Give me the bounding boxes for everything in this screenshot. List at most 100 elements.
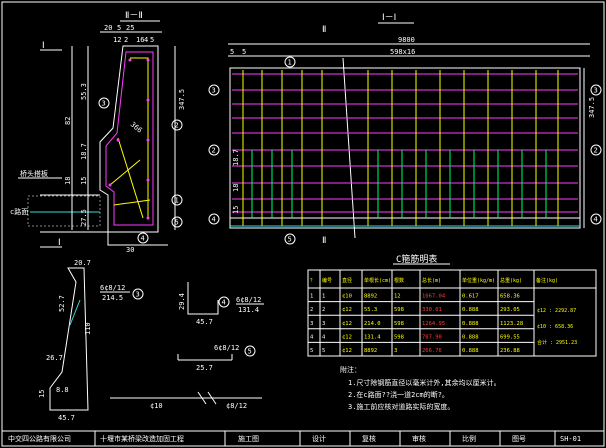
bar-shape-3: 6¢8/12 25.7 5: [177, 344, 256, 372]
left-side-dim: 18.7: [80, 143, 88, 160]
bar2-dim: 29.4: [178, 293, 186, 310]
table-cell: 5: [322, 348, 325, 354]
table-note: 合计 : 2951.23: [537, 339, 577, 346]
table-cell: 1067.04: [422, 294, 446, 300]
right-side-dims: 347.5 18.7 18 15: [232, 68, 596, 228]
bar1-dim: 45.7: [58, 414, 75, 422]
parapet-outline: [99, 45, 159, 233]
bar1-dim: 110: [84, 322, 92, 335]
bar1-callout: 3: [136, 291, 140, 299]
table-cell: 598: [394, 334, 404, 340]
break-line: [342, 57, 356, 239]
rebar-outline: [105, 51, 154, 226]
bar1-dim: 20.7: [74, 259, 91, 267]
note-line: 3.施工前应核对道路实际的宽度。: [348, 402, 454, 411]
table-note: ¢12 : 2292.87: [537, 308, 576, 314]
right-top-dim: 5: [242, 48, 246, 56]
left-callout: 1: [175, 197, 179, 205]
title-block-cell: 复核: [362, 434, 376, 443]
horizontal-rebars: [232, 73, 578, 213]
right-section-title: Ⅰ－Ⅰ: [382, 13, 396, 23]
bar-shape-1: 20.7 52.7 110 26.7 15 8.8 45.7 6¢8/12 21…: [38, 259, 144, 422]
table-cell: 2: [322, 307, 325, 313]
left-top-dim: 5: [150, 36, 154, 44]
table-header-cell: 备注(kg): [536, 277, 558, 284]
table-header-cell: 编号: [322, 277, 332, 284]
cut-mark-bottom-left: Ⅰ: [58, 238, 61, 248]
table-cell: 330.01: [422, 307, 442, 313]
title-block-cell: 施工图: [238, 434, 259, 443]
cut-mark-bottom-right: Ⅱ: [322, 236, 326, 246]
title-block-cell: SH-01: [560, 435, 581, 443]
table-cell: 0.888: [462, 321, 479, 327]
table-header-cell: ？: [310, 278, 315, 284]
table-note: ¢10 : 658.36: [537, 324, 573, 330]
table-cell: 3: [394, 348, 397, 354]
table-cell: 0.617: [462, 294, 479, 300]
bar1-callout-circle: [132, 288, 144, 300]
right-top-dim: 9800: [398, 36, 415, 44]
table-cell: 0.888: [462, 334, 479, 340]
table-cell: 598: [394, 307, 404, 313]
right-side-dim: 15: [232, 206, 240, 214]
right-side-dim: 18: [232, 184, 240, 192]
left-section-title: Ⅱ－Ⅱ: [125, 11, 143, 21]
left-top-bar: 4: [144, 36, 148, 44]
table-cell: 8892: [364, 348, 377, 354]
bar2-callout-circle: [218, 296, 230, 308]
bar4-label-b: ¢8/12: [226, 402, 247, 410]
left-callouts: 3 2 1 4 5: [98, 97, 183, 244]
base-slab: [40, 194, 168, 246]
right-top-dims: 5 5 9800 598x16: [228, 36, 590, 57]
right-top-callout: 1: [288, 59, 292, 67]
rebar-inner: [109, 57, 151, 219]
table-cell: 12: [394, 294, 401, 300]
note-line: 1.尺寸除钢筋直径以毫米计外,其余均以厘米计。: [348, 378, 501, 387]
table-cell: 5: [310, 348, 313, 354]
table-cell: 3: [310, 321, 313, 327]
rebar-accents: [230, 150, 580, 227]
left-top-dim: 20: [104, 24, 112, 32]
table-cell: 236.88: [500, 348, 520, 354]
left-callout: 2: [175, 122, 179, 130]
table-cell: 293.05: [500, 307, 520, 313]
left-top-dim: 16: [136, 36, 144, 44]
rebar-table: ？编号直径单根长(cm)根数总长(m)单位重(kg/m)总重(kg)备注(kg)…: [307, 269, 597, 357]
left-side-dim: 55.3: [80, 83, 88, 100]
left-note: c路面: [10, 207, 28, 216]
bar2-sub: 131.4: [238, 306, 259, 314]
bar3-callout: 5: [248, 348, 252, 356]
bar1-dim: 52.7: [58, 295, 66, 312]
title-block-cell: 比例: [462, 434, 476, 443]
right-callout-left: 4: [212, 216, 216, 224]
right-side-dim: 18.7: [232, 149, 240, 166]
bar3-callout-circle: [244, 345, 256, 357]
table-cell: 787.90: [422, 334, 442, 340]
table-cell: 3: [322, 321, 325, 327]
table-cell: ¢10: [342, 294, 352, 300]
table-cell: 1: [322, 294, 325, 300]
right-top-spacing: 598x16: [390, 48, 415, 56]
left-top-dim: 25: [126, 24, 134, 32]
table-cell: 598: [394, 321, 404, 327]
left-note: 桥头搭板: [20, 169, 48, 178]
table-cell: 214.0: [364, 321, 381, 327]
right-side-dim: 347.5: [588, 97, 596, 118]
left-mid-label: 366: [129, 120, 144, 134]
right-callouts: 3 2 4 3 2 4 1 5: [208, 56, 602, 245]
table-cell: 2: [310, 307, 313, 313]
right-top-dim: 5: [230, 48, 234, 56]
right-callout-right: 3: [594, 87, 598, 95]
table-cell: 699.55: [500, 334, 520, 340]
title-block: 中交四公路有限公司 十堰市某桥梁改造加固工程 施工图 设计 复核 审核 比例 图…: [8, 431, 581, 446]
bar2-callout: 4: [222, 299, 226, 307]
right-callout-right: 2: [594, 147, 598, 155]
table-cell: 1264.95: [422, 321, 445, 327]
left-callout: 3: [102, 100, 106, 108]
bar1-dim: 26.7: [46, 354, 63, 362]
rebar-dots: [108, 58, 150, 220]
bar1-label: 6¢8/12: [100, 284, 125, 292]
table-cell: 4: [310, 334, 314, 340]
bar-shape-4: ¢10 ¢8/12: [110, 391, 262, 410]
